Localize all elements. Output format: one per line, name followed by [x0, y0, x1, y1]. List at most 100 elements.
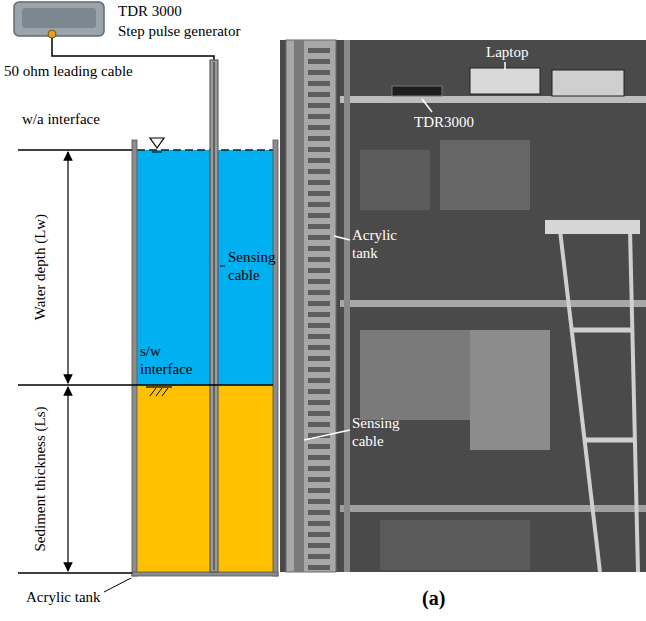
tank-slot	[308, 158, 330, 163]
ladder	[584, 438, 636, 443]
soil-symbol	[162, 388, 168, 396]
tank-slot	[308, 510, 330, 515]
soil-symbol	[156, 388, 162, 396]
tank-label: Acrylic tank	[26, 588, 101, 606]
water-surface	[137, 149, 273, 151]
tank-slot	[308, 92, 330, 97]
interface-line	[18, 149, 132, 151]
photo-background	[280, 40, 646, 572]
tank-wall	[273, 140, 278, 576]
tank-slot	[308, 367, 330, 372]
tank-slot	[308, 235, 330, 240]
interface-label: w/a interface	[22, 110, 102, 128]
soil-symbol	[146, 386, 172, 387]
interface-label: s/w interface	[140, 342, 208, 378]
tank-slot	[308, 81, 330, 86]
shelf	[340, 96, 646, 103]
tank-slot	[308, 48, 330, 53]
tank-slot	[308, 323, 330, 328]
tank-slot	[308, 70, 330, 75]
leader-line	[104, 578, 131, 592]
storage-box	[380, 520, 530, 570]
tank-slot	[308, 103, 330, 108]
tank-wall	[132, 140, 137, 576]
tank-slot	[308, 125, 330, 130]
interface-line	[18, 384, 273, 386]
shelf	[340, 300, 646, 307]
tank-slot	[308, 290, 330, 295]
storage-box	[360, 330, 470, 420]
tank-slot	[308, 378, 330, 383]
tdr-panel	[22, 8, 96, 28]
tank-slot	[308, 543, 330, 548]
sensing-cable	[210, 60, 218, 572]
shelf	[340, 505, 646, 512]
tank-slot	[308, 389, 330, 394]
tank-slot	[308, 334, 330, 339]
tank-slot	[308, 521, 330, 526]
soil-symbol	[150, 388, 156, 396]
tank-slot	[308, 257, 330, 262]
storage-box	[470, 330, 550, 450]
tank-slot	[308, 411, 330, 416]
storage-box	[440, 140, 530, 210]
tank-slot	[308, 180, 330, 185]
tank-slot	[308, 224, 330, 229]
panel-label: (a)	[422, 586, 445, 610]
tank-slot	[308, 279, 330, 284]
dimension-line	[67, 387, 68, 571]
tank-slot	[308, 466, 330, 471]
tank-slot	[308, 191, 330, 196]
dimension-line	[67, 152, 68, 383]
water-level-symbol	[150, 138, 164, 148]
leader-line	[304, 430, 350, 440]
device-label: Step pulse generator	[118, 22, 240, 40]
interface-line	[18, 572, 132, 574]
tank-slot	[308, 136, 330, 141]
tank-slot	[308, 477, 330, 482]
tank-slot	[308, 169, 330, 174]
device-label: TDR 3000	[118, 2, 182, 20]
connector	[48, 30, 56, 38]
monitor-screen	[552, 70, 624, 96]
tank-slot	[308, 565, 330, 570]
tank-slot	[308, 301, 330, 306]
tank-slot	[308, 400, 330, 405]
ladder	[630, 230, 638, 572]
tank-slot	[308, 246, 330, 251]
tank-slot	[308, 444, 330, 449]
sediment	[137, 385, 273, 572]
tank-slot	[308, 213, 330, 218]
tank-pattern	[308, 48, 330, 570]
acrylic-tank-photo	[286, 40, 336, 572]
cable-core	[214, 62, 215, 570]
tank-slot	[308, 499, 330, 504]
laptop-screen	[470, 68, 540, 94]
dimension-label: Water depth (Lw)	[31, 214, 49, 320]
tank-slot	[308, 455, 330, 460]
tank-slot	[308, 488, 330, 493]
tank-slot	[308, 532, 330, 537]
tank-slot	[308, 312, 330, 317]
photo-label: TDR3000	[414, 113, 474, 131]
tdr-device-photo	[392, 86, 442, 96]
cable-label: 50 ohm leading cable	[4, 62, 133, 80]
tank-slot	[308, 422, 330, 427]
photo-label: Acrylic tank	[352, 226, 412, 262]
tank-slot	[308, 59, 330, 64]
leading-cable	[52, 38, 214, 62]
leader-line	[220, 266, 225, 267]
water-level-symbol	[152, 152, 162, 153]
tank-slot	[308, 114, 330, 119]
storage-box	[360, 150, 430, 210]
tank-bottom	[132, 572, 278, 576]
leader-line	[504, 62, 506, 70]
ladder	[545, 220, 640, 234]
tank-slot	[308, 202, 330, 207]
leader-line	[422, 99, 432, 112]
leader-line	[334, 236, 350, 240]
tank-slot	[308, 356, 330, 361]
cable-photo	[294, 40, 304, 572]
